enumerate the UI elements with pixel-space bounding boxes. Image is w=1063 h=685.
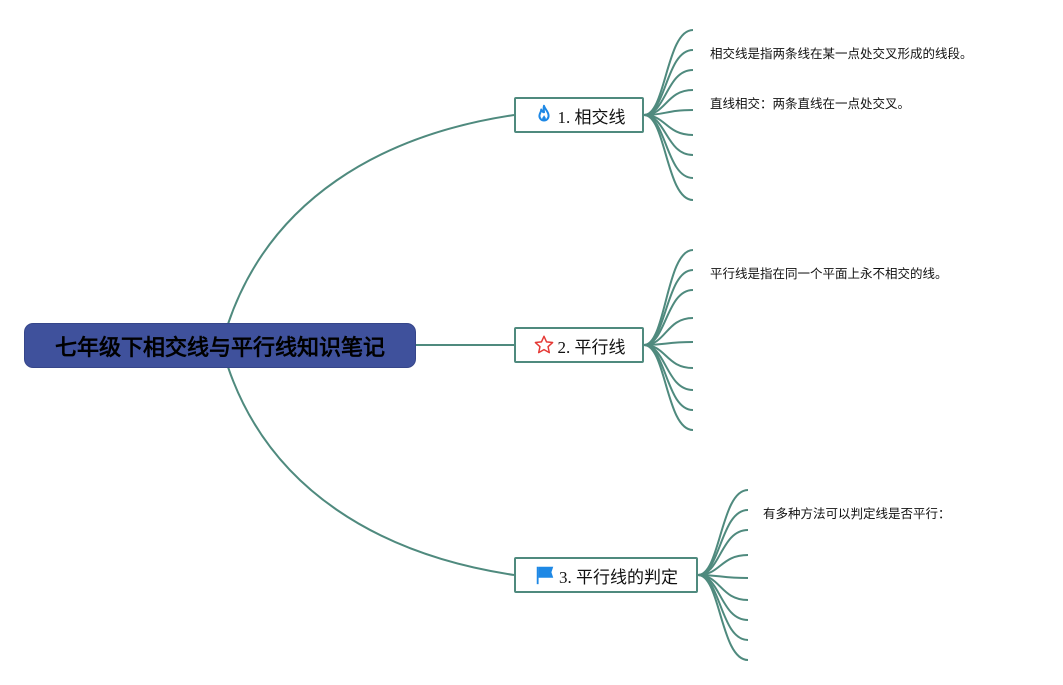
connector-subtopic [643, 344, 694, 411]
star-icon [533, 334, 555, 356]
connector-subtopic [697, 489, 749, 576]
connector-subtopic [643, 344, 694, 431]
connector-subtopic [643, 114, 694, 201]
note-text: 相交线是指两条线在某一点处交叉形成的线段。 [710, 46, 973, 61]
note-text: 有多种方法可以判定线是否平行： [763, 506, 951, 521]
topic-parallel-criteria[interactable]: 3. 平行线的判定 [514, 557, 698, 593]
root-title: 七年级下相交线与平行线知识笔记 [54, 335, 385, 361]
note-text: 平行线是指在同一个平面上永不相交的线。 [710, 266, 948, 281]
root-topic[interactable]: 七年级下相交线与平行线知识笔记 [25, 324, 415, 367]
connector-subtopic [697, 574, 749, 661]
connector-subtopic [643, 114, 694, 179]
fire-icon [533, 104, 555, 126]
connector-root-topic-1 [227, 114, 515, 325]
flag-icon [534, 564, 556, 586]
topic-intersecting-lines[interactable]: 1. 相交线 [514, 97, 644, 133]
connector-root-topic-3 [227, 366, 515, 576]
connector-subtopic [643, 29, 694, 116]
note-text: 直线相交：两条直线在一点处交叉。 [710, 96, 911, 111]
topic-label: 2. 平行线 [557, 337, 626, 357]
connector-subtopic [697, 574, 749, 641]
connector-subtopic [697, 509, 749, 576]
topic-label: 3. 平行线的判定 [559, 567, 678, 587]
topic-parallel-lines[interactable]: 2. 平行线 [514, 327, 644, 363]
connector-subtopic [643, 289, 694, 346]
connector-subtopic [643, 269, 694, 346]
topic-label: 1. 相交线 [557, 107, 626, 127]
connector-subtopic [643, 49, 694, 116]
